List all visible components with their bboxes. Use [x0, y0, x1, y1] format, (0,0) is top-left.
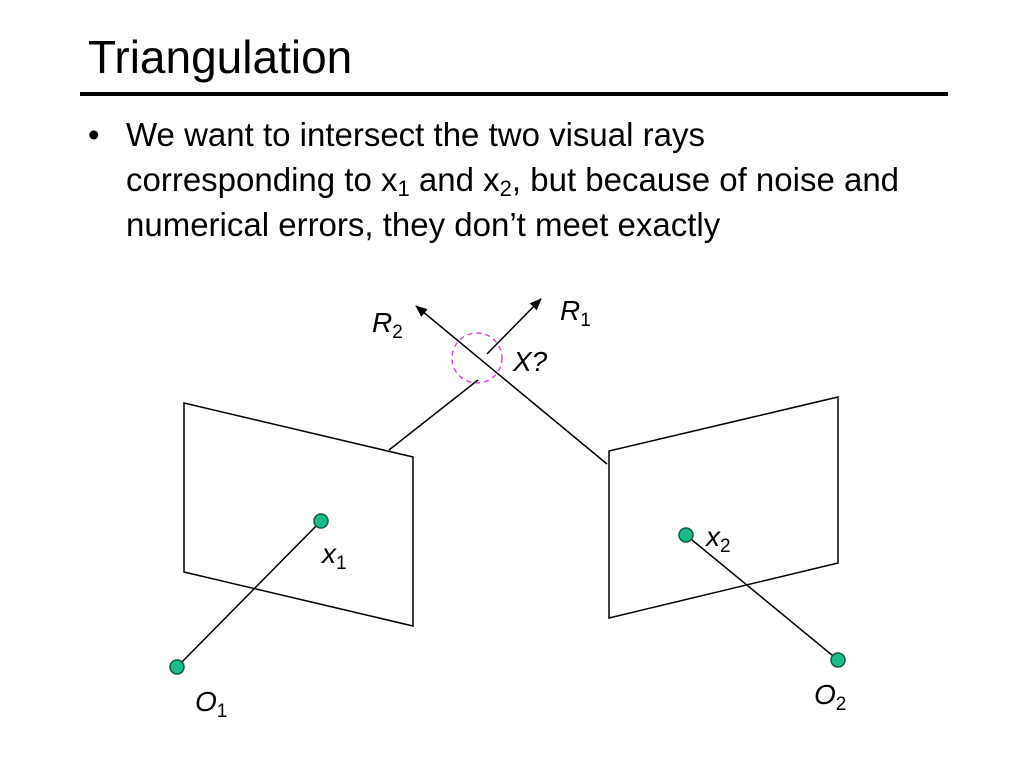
- ray-r1-segment: [388, 379, 479, 451]
- title-underline: [80, 92, 948, 96]
- ray-o1-x1: [176, 520, 322, 668]
- right-image-plane: [608, 396, 839, 619]
- ray-o2-x2: [685, 534, 839, 661]
- label-o1: O1: [195, 686, 227, 722]
- bullet-marker: •: [88, 116, 100, 153]
- bullet-subscript-2: 2: [499, 176, 512, 201]
- label-x1: x1: [320, 538, 347, 574]
- ray-r2-arrow: [415, 305, 608, 465]
- bullet-text: We want to intersect the two visual rays…: [126, 112, 916, 247]
- label-o2: O2: [814, 679, 846, 715]
- left-image-plane: [183, 402, 414, 627]
- bullet-text-part-2: and x: [409, 161, 500, 198]
- point-o2: [830, 652, 846, 668]
- label-r1: R1: [560, 295, 591, 331]
- bullet-text-part-3: , but because of noise and numerical err…: [126, 161, 900, 243]
- label-r2: R2: [372, 307, 403, 343]
- point-o1: [169, 659, 185, 675]
- slide-title: Triangulation: [88, 31, 353, 83]
- bullet-subscript-1: 1: [397, 176, 410, 201]
- point-x2: [678, 527, 694, 543]
- ray-r1-arrow: [486, 298, 542, 355]
- label-x-question: X?: [512, 346, 548, 377]
- point-x1: [313, 513, 329, 529]
- bullet-text-part-1: We want to intersect the two visual rays…: [126, 116, 705, 198]
- intersection-circle: [451, 332, 503, 384]
- label-x2: x2: [704, 521, 731, 557]
